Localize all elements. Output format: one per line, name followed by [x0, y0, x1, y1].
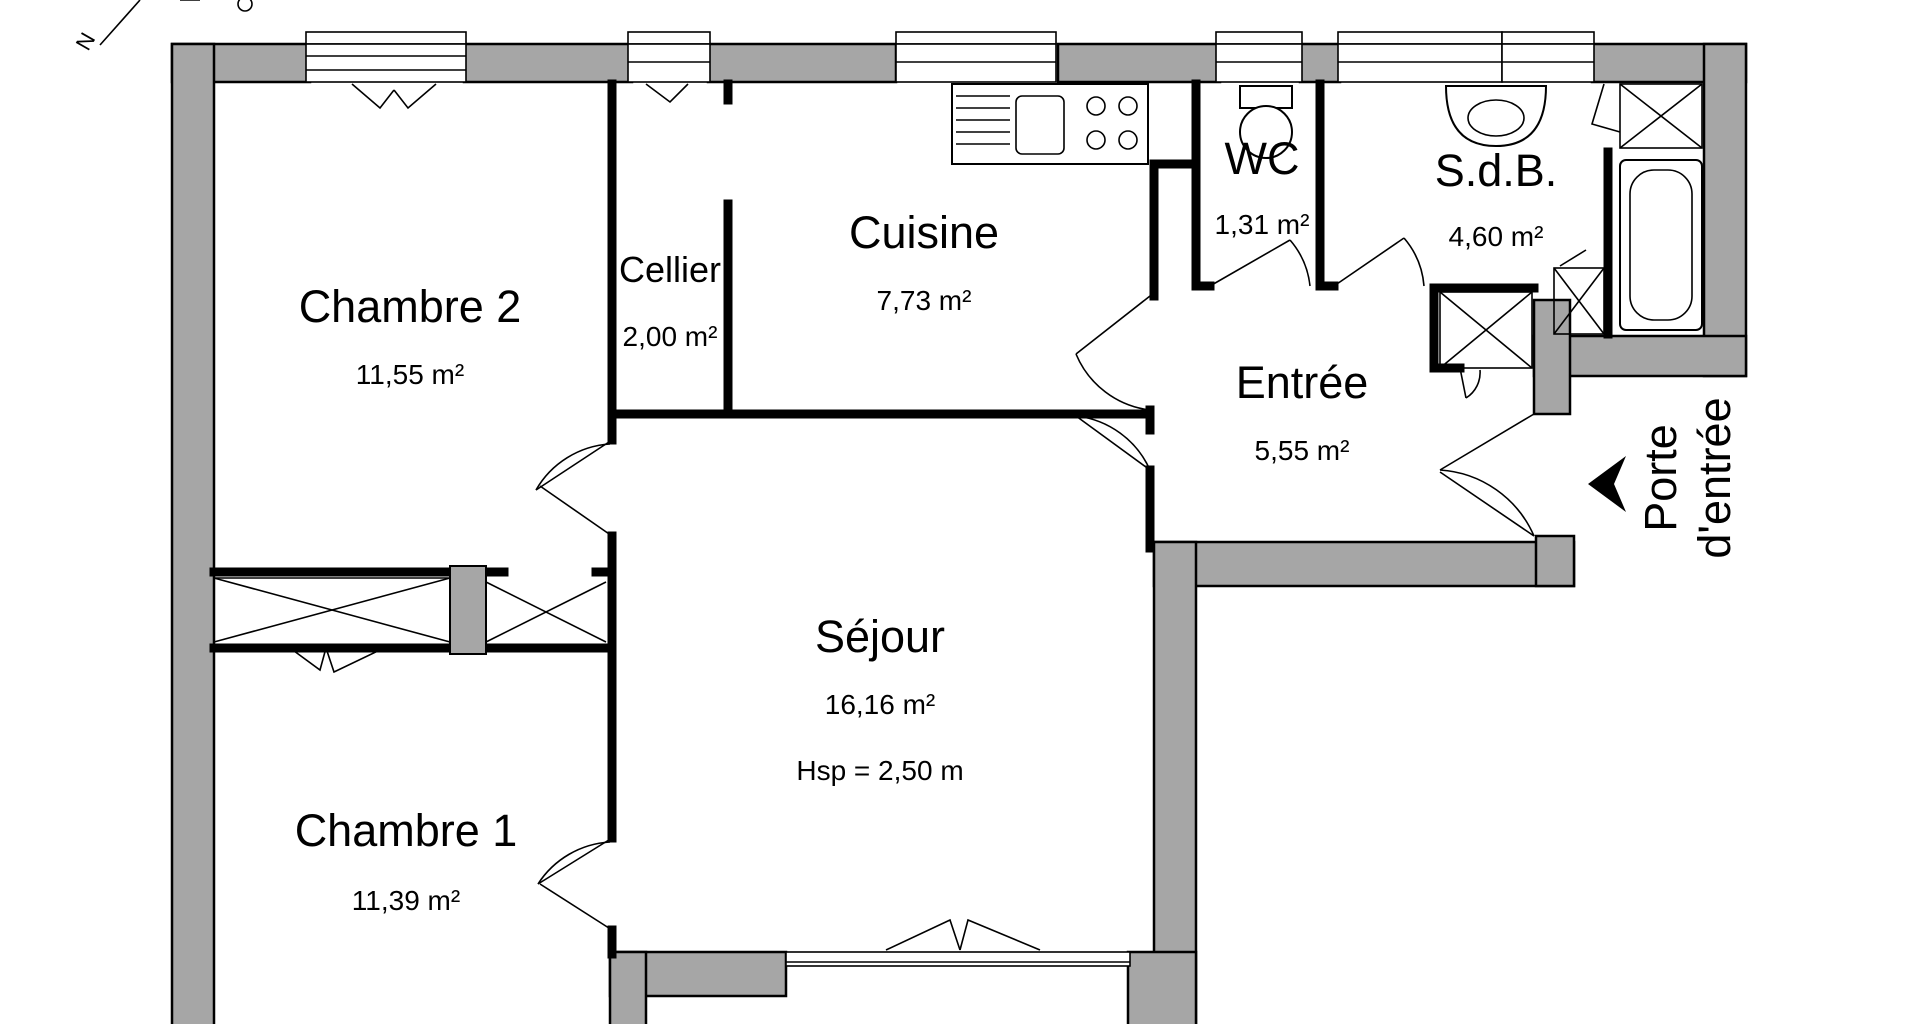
- closets: [213, 83, 1703, 643]
- room-area-cuisine: 7,73 m²: [877, 285, 972, 316]
- room-name-cellier: Cellier: [619, 249, 721, 290]
- room-name-cuisine: Cuisine: [849, 207, 999, 258]
- room-name-entree: Entrée: [1236, 357, 1369, 408]
- stove-burners: [1086, 96, 1138, 150]
- room-name-chambre1: Chambre 1: [295, 805, 518, 856]
- kitchen-fixtures: [951, 83, 1149, 165]
- entrance-label-line1: Porte: [1635, 424, 1686, 532]
- room-area-sdb: 4,60 m²: [1449, 221, 1544, 252]
- bathroom-fixtures: [1444, 85, 1703, 331]
- room-name-chambre2: Chambre 2: [299, 281, 522, 332]
- room-area-chambre2: 11,55 m²: [356, 359, 464, 390]
- room-name-sejour: Séjour: [815, 611, 945, 662]
- compass-letter: N: [71, 28, 101, 54]
- room-name-wc: WC: [1225, 133, 1300, 184]
- room-area-sejour: 16,16 m²: [825, 689, 936, 720]
- room-name-sdb: S.d.B.: [1435, 145, 1558, 196]
- sink-drainboard: [956, 95, 1065, 155]
- room-area-chambre1: 11,39 m²: [352, 885, 460, 916]
- entrance-arrow: [1588, 456, 1626, 512]
- room-area-cellier: 2,00 m²: [623, 321, 718, 352]
- entrance-label-line2: d'entrée: [1689, 397, 1740, 558]
- interior-walls: [209, 79, 1613, 959]
- room-labels: Chambre 2 11,55 m² Cellier 2,00 m² Cuisi…: [295, 133, 1740, 916]
- room-area-wc: 1,31 m²: [1215, 209, 1310, 240]
- door-swings: [289, 83, 1621, 951]
- room-area-entree: 5,55 m²: [1255, 435, 1350, 466]
- wc-fixture: [1239, 85, 1293, 159]
- windows: [305, 31, 1595, 967]
- ceiling-height-note: Hsp = 2,50 m: [796, 755, 963, 786]
